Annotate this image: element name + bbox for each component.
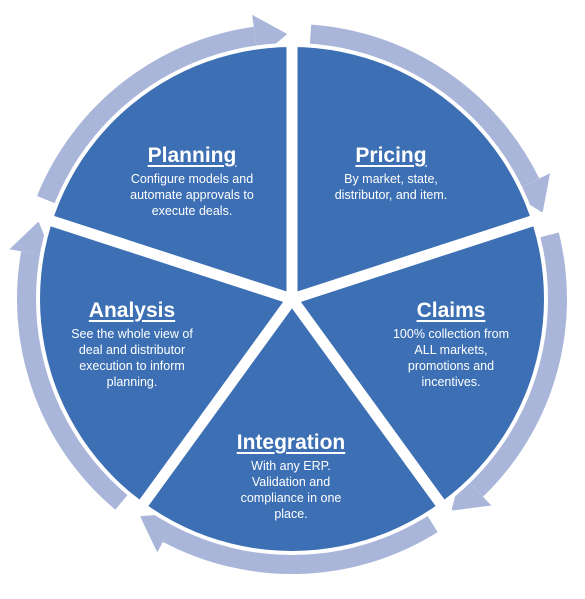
segment-integration: Integration With any ERP. Validation and… [237,430,346,522]
segment-desc-line: place. [274,507,308,521]
segment-desc-line: By market, state, [344,172,438,186]
ring-arc [37,26,257,204]
segment-desc-line: See the whole view of [71,327,193,341]
segment-pricing: Pricing By market, state, distributor, a… [335,143,448,203]
segment-desc-line: automate approvals to [130,188,254,202]
segment-desc-line: Configure models and [130,172,254,186]
segment-desc-line: ALL markets, [414,343,488,357]
segment-desc-line: execute deals. [151,204,233,218]
segment-title: Integration [236,431,346,454]
segment-title: Pricing [355,144,427,167]
segment-planning: Planning Configure models and automate a… [130,143,254,219]
dividers [9,4,575,541]
segment-divider [9,202,294,305]
segment-divider [287,295,470,541]
segment-desc-line: 100% collection from [392,327,510,341]
segment-desc-line: execution to inform [79,359,185,373]
ring-arc [469,232,567,497]
segment-desc-line: incentives. [421,375,481,389]
segment-desc-line: distributor, and item. [334,188,448,202]
segment-divider [290,202,575,305]
segment-desc-line: deal and distributor [78,343,186,357]
segment-desc-line: Validation and [251,475,331,489]
segment-title: Analysis [88,299,176,322]
arrowhead-icon [510,173,550,213]
arrow-ring [9,14,567,574]
ring-arc [309,24,540,188]
ring-arc [162,515,438,574]
segment-desc-line: compliance in one [240,491,342,505]
segment-desc-line: planning. [106,375,158,389]
segment-divider [114,295,297,541]
ring-arc [17,251,129,510]
segment-title: Planning [147,144,237,167]
segment-desc-line: promotions and [407,359,495,373]
segment-analysis: Analysis See the whole view of deal and … [71,298,193,390]
arrowhead-icon [140,513,178,553]
segment-desc-line: With any ERP. [251,459,331,473]
segment-title: Claims [416,299,486,322]
segment-claims: Claims 100% collection from ALL markets,… [393,298,509,390]
